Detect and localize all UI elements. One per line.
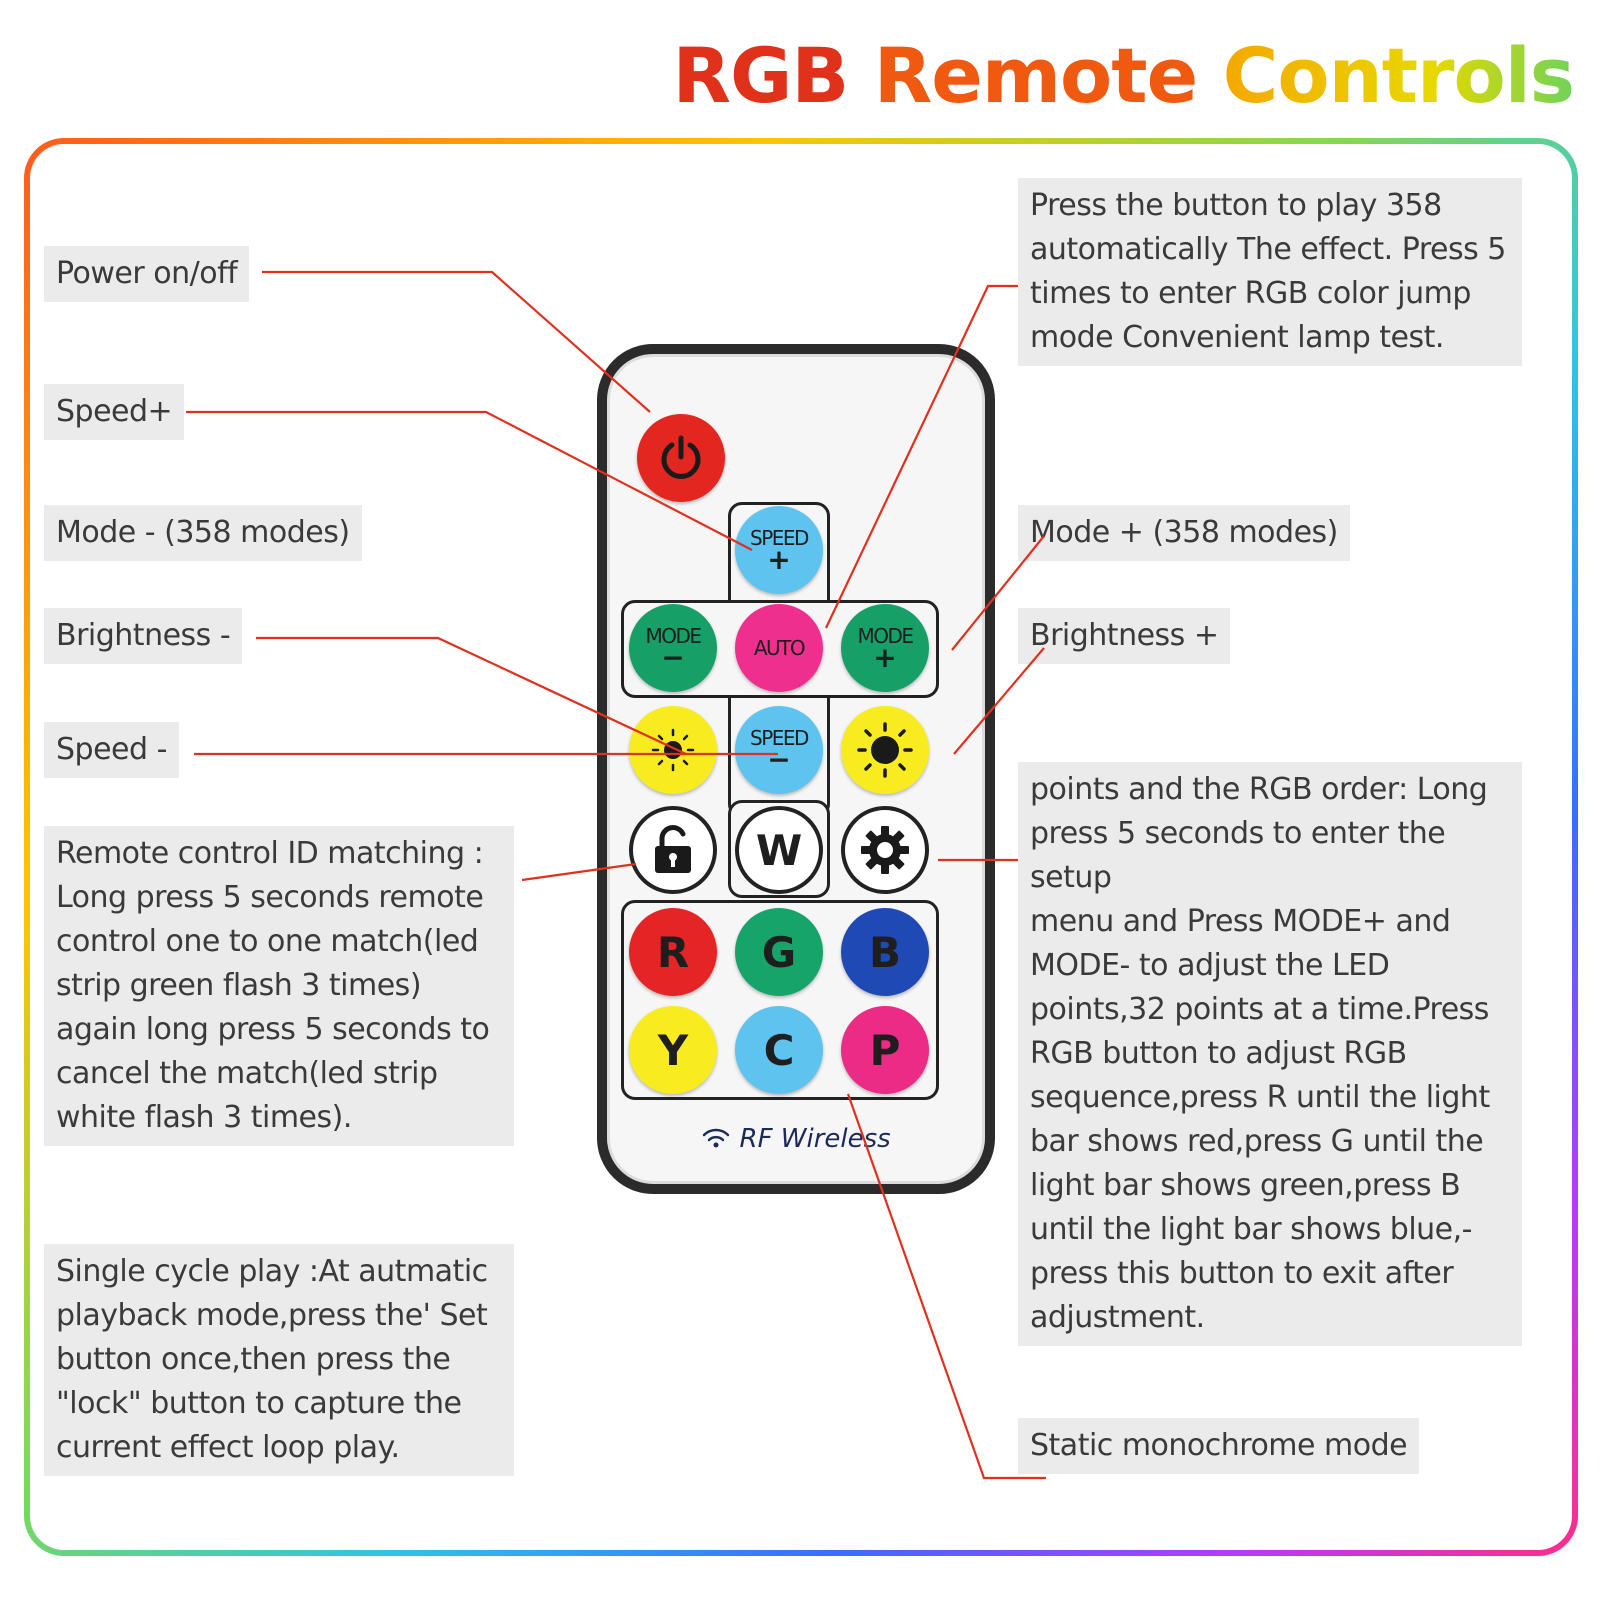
rf-wireless-footer: RF Wireless <box>607 1124 985 1154</box>
auto-button[interactable]: AUTO <box>735 604 823 692</box>
label-brightness-plus: Brightness + <box>1018 608 1231 664</box>
speed-plus-text: SPEED <box>750 526 809 550</box>
sun-small-icon <box>651 728 695 772</box>
lock-button[interactable] <box>629 806 717 894</box>
label-id-matching: Remote control ID matching : Long press … <box>44 826 514 1146</box>
blue-button[interactable]: B <box>841 908 929 996</box>
rf-wireless-text: RF Wireless <box>739 1124 891 1154</box>
mode-plus-button[interactable]: MODE + <box>841 604 929 692</box>
title-word-1: RGB <box>672 31 849 120</box>
label-single-cycle: Single cycle play :At autmatic playback … <box>44 1244 514 1476</box>
red-button[interactable]: R <box>629 908 717 996</box>
label-mode-minus: Mode - (358 modes) <box>44 505 362 561</box>
speed-plus-sign: + <box>767 543 791 576</box>
title-word-3: Controls <box>1222 31 1575 120</box>
speed-minus-sign: − <box>767 743 791 776</box>
label-power: Power on/off <box>44 246 250 302</box>
title-word-2: Remote <box>873 31 1198 120</box>
brightness-plus-button[interactable] <box>841 706 929 794</box>
label-setup: points and the RGB order: Long press 5 s… <box>1018 762 1522 1346</box>
brightness-minus-button[interactable] <box>629 706 717 794</box>
auto-text: AUTO <box>753 636 806 660</box>
cyan-button[interactable]: C <box>735 1006 823 1094</box>
yellow-button[interactable]: Y <box>629 1006 717 1094</box>
label-static-mode: Static monochrome mode <box>1018 1418 1420 1474</box>
red-letter: R <box>656 927 690 977</box>
label-brightness-minus: Brightness - <box>44 608 243 664</box>
label-auto: Press the button to play 358 automatical… <box>1018 178 1522 366</box>
mode-minus-sign: − <box>661 641 685 674</box>
wifi-icon <box>703 1128 730 1148</box>
power-button[interactable] <box>637 414 725 502</box>
purple-letter: P <box>869 1025 901 1075</box>
green-letter: G <box>761 927 797 977</box>
speed-minus-text: SPEED <box>750 726 809 750</box>
speed-minus-button[interactable]: SPEED − <box>735 706 823 794</box>
lock-icon <box>655 825 691 873</box>
label-mode-plus: Mode + (358 modes) <box>1018 505 1350 561</box>
cyan-letter: C <box>763 1025 795 1075</box>
sun-large-icon <box>857 722 913 778</box>
gear-icon <box>861 826 909 874</box>
mode-minus-button[interactable]: MODE − <box>629 604 717 692</box>
label-speed-minus: Speed - <box>44 722 179 778</box>
green-button[interactable]: G <box>735 908 823 996</box>
speed-plus-button[interactable]: SPEED + <box>735 506 823 594</box>
mode-plus-sign: + <box>873 641 897 674</box>
rf-remote: SPEED + MODE − AUTO MODE + SPEED − W R G… <box>597 344 995 1194</box>
white-letter: W <box>755 825 803 875</box>
label-speed-plus: Speed+ <box>44 384 185 440</box>
yellow-letter: Y <box>657 1025 689 1075</box>
power-icon <box>661 435 701 479</box>
mode-plus-text: MODE <box>857 624 914 648</box>
page-title: RGB Remote Controls <box>672 31 1575 120</box>
setup-button[interactable] <box>841 806 929 894</box>
blue-letter: B <box>868 927 901 977</box>
purple-button[interactable]: P <box>841 1006 929 1094</box>
white-button[interactable]: W <box>735 806 823 894</box>
